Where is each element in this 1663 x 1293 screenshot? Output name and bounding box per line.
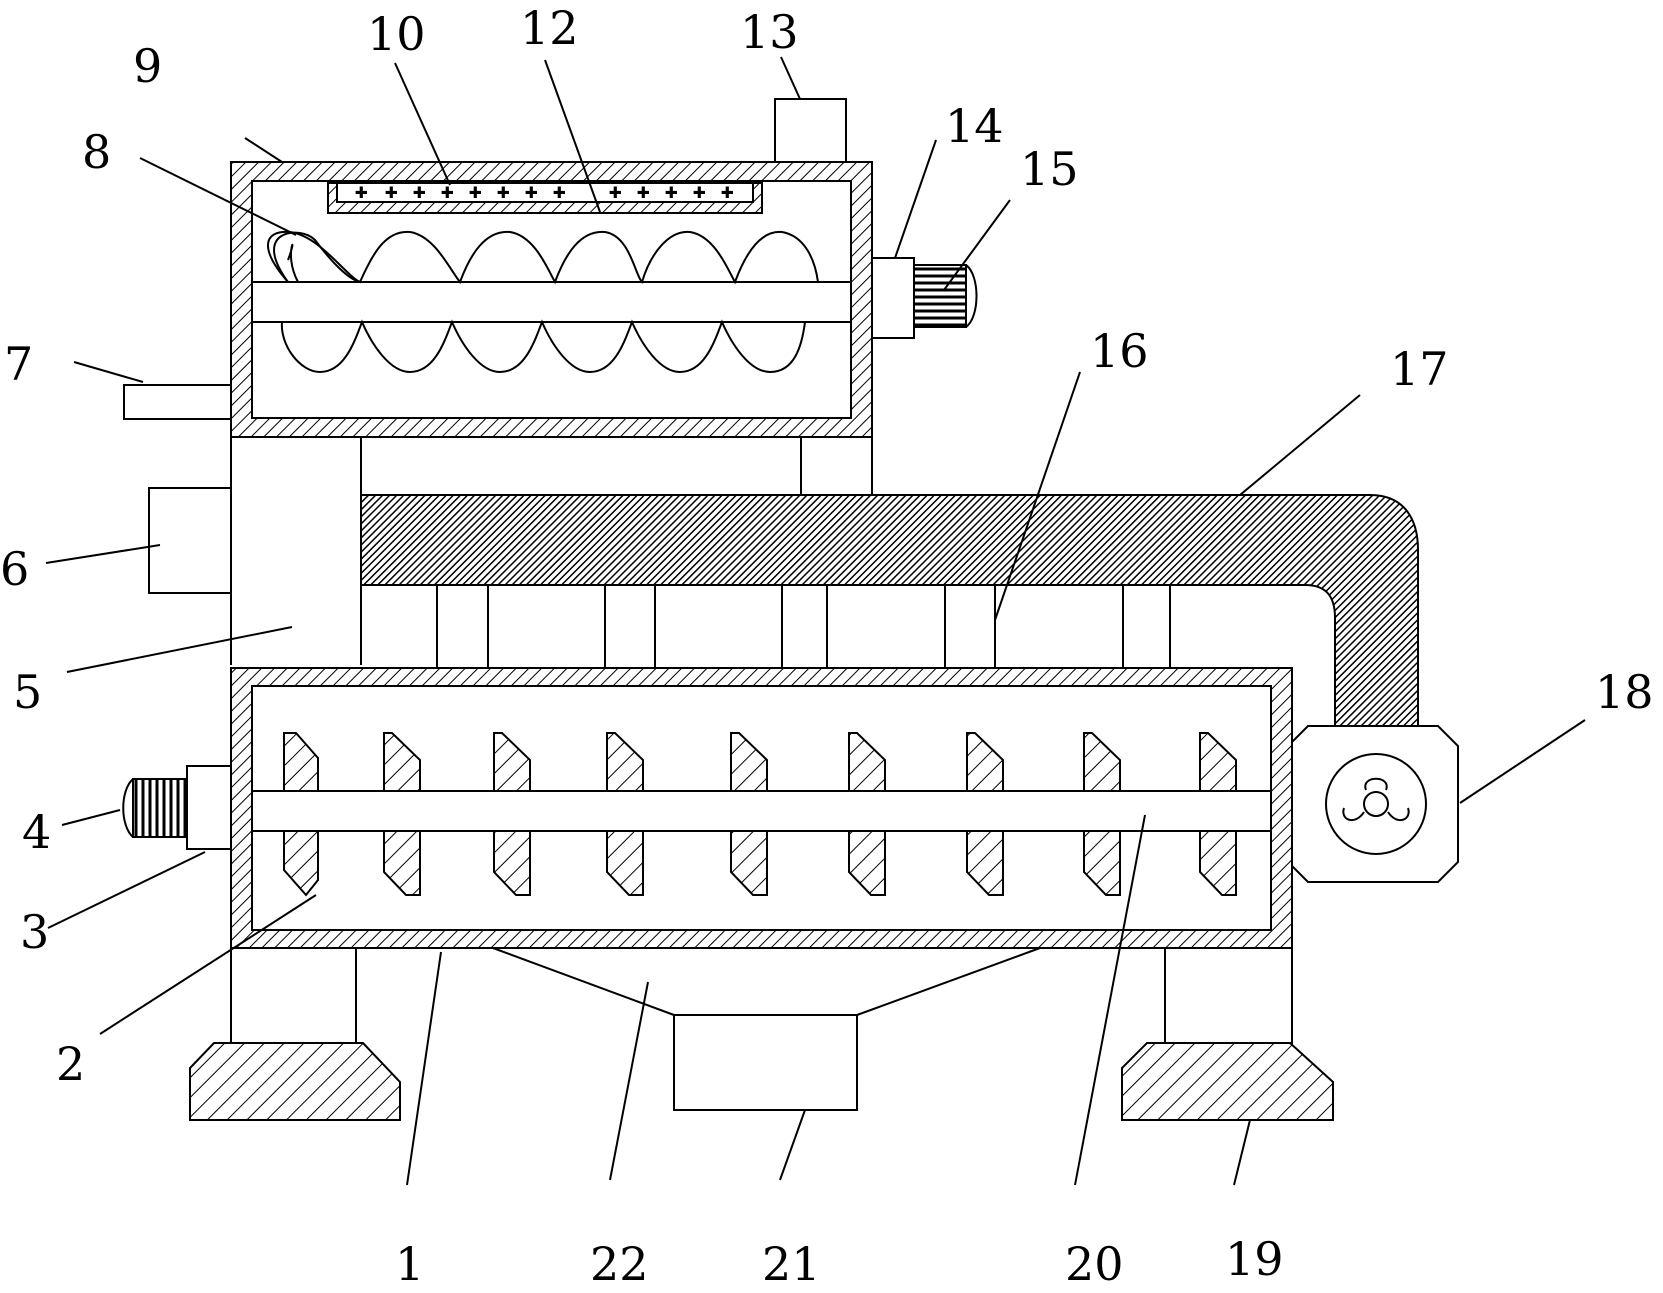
- label-4: 4: [22, 805, 51, 859]
- blower-fan: [1291, 725, 1459, 883]
- label-5: 5: [13, 665, 42, 719]
- label-15: 15: [1020, 142, 1079, 196]
- svg-text:+: +: [355, 183, 368, 201]
- mixing-paddles: [283, 732, 1237, 897]
- label-18: 18: [1595, 665, 1654, 719]
- label-8: 8: [82, 125, 111, 179]
- air-duct: [360, 494, 1419, 727]
- vent-outlet: [774, 98, 847, 163]
- label-2: 2: [56, 1037, 85, 1091]
- vent-tubes: [436, 585, 1171, 668]
- svg-text:+: +: [693, 183, 706, 201]
- svg-text:+: +: [525, 183, 538, 201]
- svg-text:+: +: [385, 183, 398, 201]
- label-12: 12: [520, 1, 579, 55]
- feed-inlet-pipe: [123, 384, 232, 420]
- mixing-shaft: [251, 790, 1272, 832]
- lower-motor: [122, 765, 232, 850]
- label-1: 1: [395, 1237, 424, 1288]
- svg-text:+: +: [553, 183, 566, 201]
- label-17: 17: [1390, 342, 1449, 396]
- label-3: 3: [20, 905, 49, 959]
- label-10: 10: [367, 7, 426, 61]
- svg-text:+: +: [497, 183, 510, 201]
- label-14: 14: [945, 99, 1004, 153]
- leader-lines: [45, 56, 1586, 1186]
- label-7: 7: [4, 337, 33, 391]
- label-6: 6: [0, 542, 29, 596]
- label-13: 13: [740, 5, 799, 59]
- label-9: 9: [133, 39, 162, 93]
- label-16: 16: [1090, 324, 1149, 378]
- label-21: 21: [762, 1237, 821, 1288]
- support-legs: [189, 947, 1334, 1121]
- discharge-hopper: [492, 947, 1041, 1111]
- upper-motor: [871, 257, 978, 339]
- svg-text:+: +: [441, 183, 454, 201]
- screw-conveyor: [251, 230, 852, 374]
- svg-text:+: +: [413, 183, 426, 201]
- svg-text:+: +: [609, 183, 622, 201]
- heating-plate: + + + + + + + + + + + + +: [327, 182, 763, 214]
- label-20: 20: [1065, 1237, 1124, 1288]
- label-19: 19: [1225, 1232, 1284, 1286]
- vertical-column: [148, 437, 232, 665]
- svg-text:+: +: [637, 183, 650, 201]
- svg-text:+: +: [469, 183, 482, 201]
- label-22: 22: [590, 1237, 649, 1288]
- svg-text:+: +: [665, 183, 678, 201]
- svg-text:+: +: [721, 183, 734, 201]
